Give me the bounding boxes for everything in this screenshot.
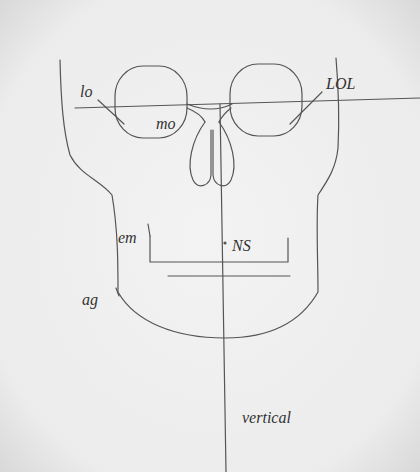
tick-mark bbox=[116, 288, 119, 296]
point-label: LOL bbox=[326, 76, 355, 92]
point-label: em bbox=[118, 230, 137, 246]
axis-label: vertical bbox=[242, 410, 291, 426]
leader-line bbox=[290, 92, 322, 124]
tick-mark bbox=[148, 224, 150, 236]
point-label: NS bbox=[232, 238, 251, 254]
orbital-line bbox=[75, 98, 420, 108]
point-label: ag bbox=[82, 292, 98, 308]
point-dot bbox=[223, 241, 226, 244]
vertical-line bbox=[220, 104, 226, 472]
left-orbit bbox=[115, 66, 187, 138]
nasal-cavity bbox=[190, 122, 234, 186]
right-orbit bbox=[230, 64, 302, 136]
skull-outline bbox=[60, 58, 339, 338]
dental-line bbox=[150, 236, 290, 276]
point-label: lo bbox=[80, 84, 92, 100]
leader-line bbox=[98, 100, 124, 124]
nasal-bridge bbox=[187, 104, 232, 122]
point-label: mo bbox=[156, 116, 176, 132]
